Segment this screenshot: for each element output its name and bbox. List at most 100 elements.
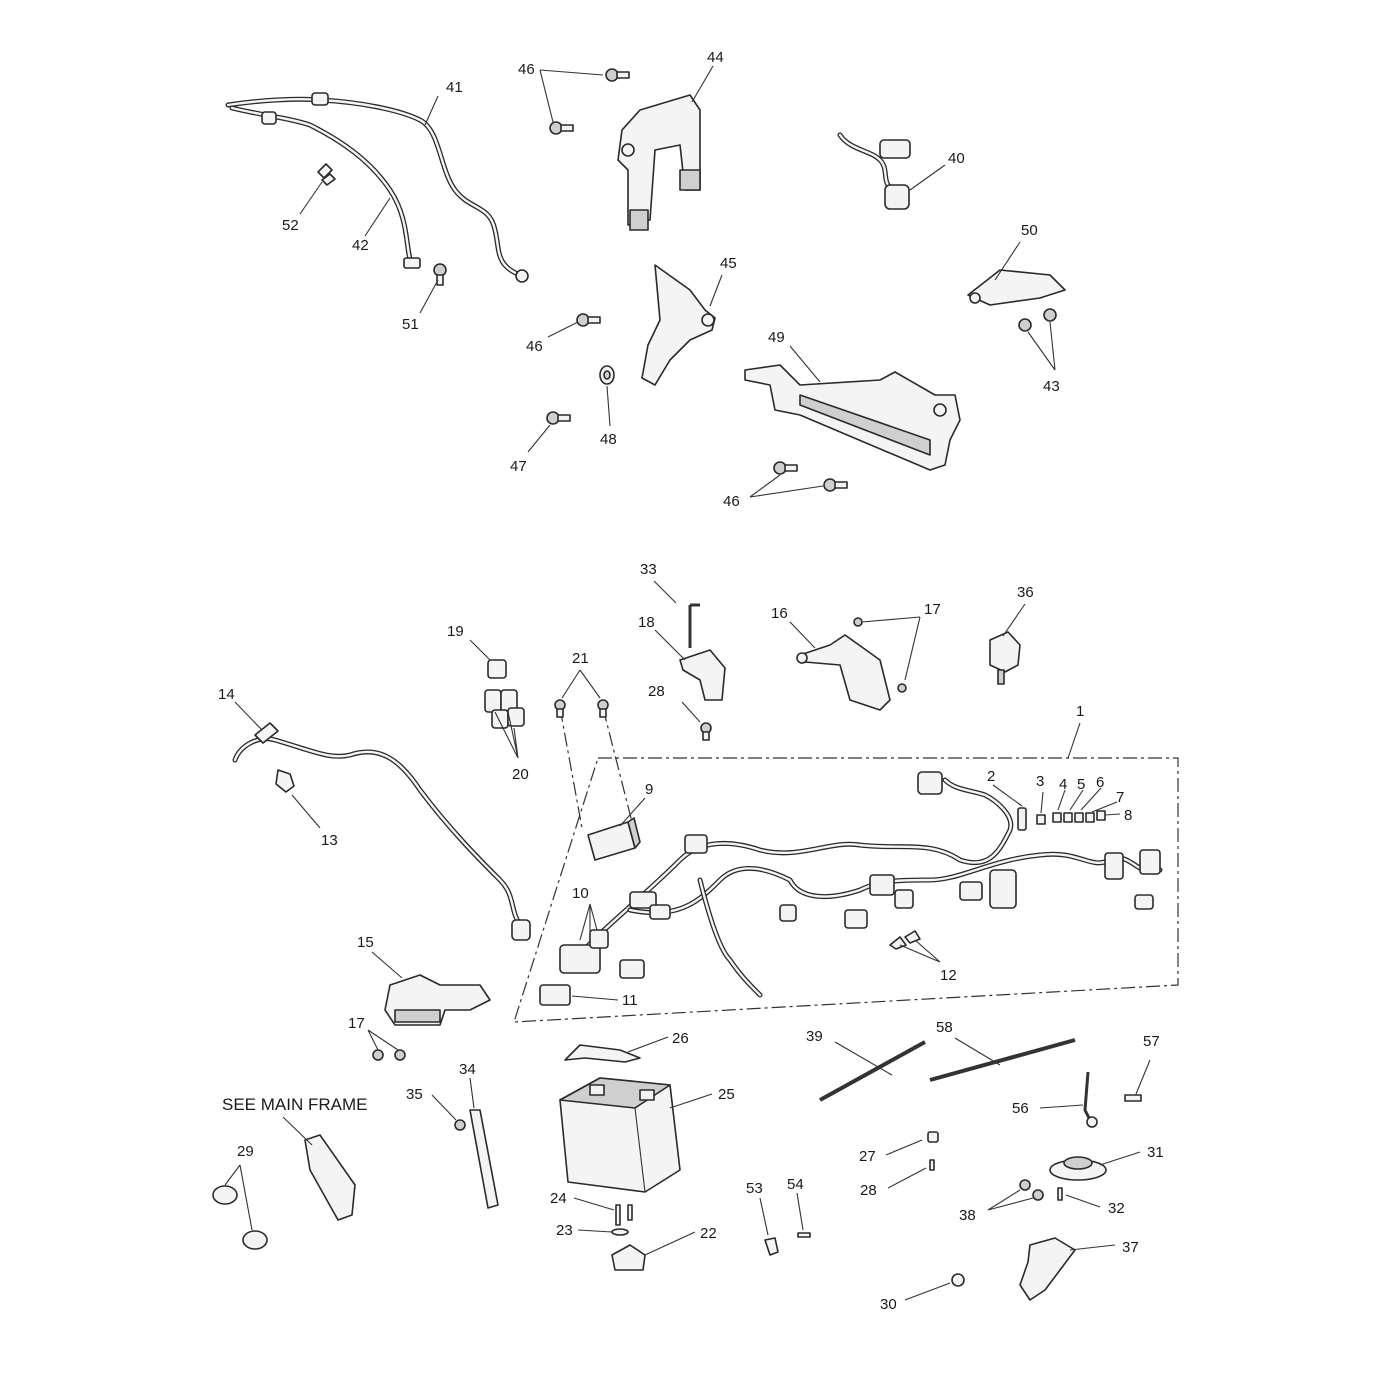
label-9: 9 xyxy=(645,781,653,798)
terminals-3-8 xyxy=(1036,810,1106,825)
label-29: 29 xyxy=(237,1143,254,1160)
label-48: 48 xyxy=(600,431,617,448)
label-34: 34 xyxy=(459,1061,476,1078)
label-17-top: 17 xyxy=(924,601,941,618)
clip-52 xyxy=(317,163,336,186)
label-28-lower: 28 xyxy=(860,1182,877,1199)
label-18: 18 xyxy=(638,614,655,631)
see-main-frame-note: SEE MAIN FRAME xyxy=(222,1095,367,1114)
label-3: 3 xyxy=(1036,773,1044,790)
relays-20 xyxy=(484,689,525,729)
washers-23 xyxy=(611,1228,629,1236)
label-57: 57 xyxy=(1143,1033,1160,1050)
clip-30 xyxy=(951,1273,965,1287)
screw-47 xyxy=(546,411,571,425)
label-58: 58 xyxy=(936,1019,953,1036)
bolt-35 xyxy=(454,1119,466,1131)
label-7: 7 xyxy=(1116,789,1124,806)
label-54: 54 xyxy=(787,1176,804,1193)
grommets-29 xyxy=(212,1185,268,1250)
screws-24 xyxy=(615,1204,633,1226)
label-8: 8 xyxy=(1124,807,1132,824)
screws-38 xyxy=(1019,1179,1044,1201)
label-35: 35 xyxy=(406,1086,423,1103)
label-2: 2 xyxy=(987,768,995,785)
label-56: 56 xyxy=(1012,1100,1029,1117)
label-33: 33 xyxy=(640,561,657,578)
label-41: 41 xyxy=(446,79,463,96)
label-39: 39 xyxy=(806,1028,823,1045)
label-37: 37 xyxy=(1122,1239,1139,1256)
label-28-upper: 28 xyxy=(648,683,665,700)
clip-53 xyxy=(764,1237,779,1256)
bracket-15 xyxy=(372,974,491,1061)
bracket-37 xyxy=(1019,1237,1076,1301)
label-22: 22 xyxy=(700,1225,717,1242)
label-53: 53 xyxy=(746,1180,763,1197)
label-43: 43 xyxy=(1043,378,1060,395)
harness-frame xyxy=(513,757,1179,1023)
label-27: 27 xyxy=(859,1148,876,1165)
battery-lead-42 xyxy=(229,105,421,269)
frame-bracket xyxy=(304,1134,356,1221)
label-52: 52 xyxy=(282,217,299,234)
label-4: 4 xyxy=(1059,776,1067,793)
screw-32 xyxy=(1057,1187,1063,1201)
screw-28-lower xyxy=(929,1159,935,1171)
clip-13 xyxy=(275,769,295,793)
sensor-40 xyxy=(837,132,911,210)
tray-49 xyxy=(744,364,961,471)
pin-33 xyxy=(688,603,700,648)
strap-34 xyxy=(469,1109,499,1209)
fuse-box-9 xyxy=(587,817,641,861)
nuts-43 xyxy=(1018,308,1057,332)
label-24: 24 xyxy=(550,1190,567,1207)
label-17-lower: 17 xyxy=(348,1015,365,1032)
pin-54 xyxy=(797,1232,811,1238)
label-40: 40 xyxy=(948,150,965,167)
label-12: 12 xyxy=(940,967,957,984)
label-19: 19 xyxy=(447,623,464,640)
label-21: 21 xyxy=(572,650,589,667)
main-harness-1 xyxy=(559,771,1163,998)
bracket-50 xyxy=(967,269,1066,306)
label-46-mid: 46 xyxy=(526,338,543,355)
bracket-18 xyxy=(679,649,726,701)
label-50: 50 xyxy=(1021,222,1038,239)
part-number-labels: 41 42 52 51 46 44 40 45 46 48 47 49 50 4… xyxy=(218,49,1164,1313)
bracket-45 xyxy=(641,264,716,386)
label-46-top: 46 xyxy=(518,61,535,78)
label-13: 13 xyxy=(321,832,338,849)
label-32: 32 xyxy=(1108,1200,1125,1217)
bracket-16 xyxy=(796,617,907,711)
fuse-box-guide-right xyxy=(602,707,633,823)
label-25: 25 xyxy=(718,1086,735,1103)
battery-25 xyxy=(559,1077,681,1193)
label-44: 44 xyxy=(707,49,724,66)
label-31: 31 xyxy=(1147,1144,1164,1161)
label-14: 14 xyxy=(218,686,235,703)
label-5: 5 xyxy=(1077,776,1085,793)
leader-lines xyxy=(224,65,1151,1301)
screw-28-upper xyxy=(700,722,712,741)
bracket-56 xyxy=(1083,1071,1098,1128)
label-49: 49 xyxy=(768,329,785,346)
bolt-51 xyxy=(433,263,447,286)
screw-46-mid xyxy=(576,313,601,327)
label-26: 26 xyxy=(672,1030,689,1047)
label-36: 36 xyxy=(1017,584,1034,601)
label-10: 10 xyxy=(572,885,589,902)
horn-31 xyxy=(1049,1156,1107,1181)
screw-57 xyxy=(1124,1094,1142,1102)
label-45: 45 xyxy=(720,255,737,272)
bracket-44 xyxy=(617,94,701,231)
tie-39 xyxy=(819,1040,926,1102)
battery-lead-41 xyxy=(225,92,529,283)
label-51: 51 xyxy=(402,316,419,333)
screw-46-bottom xyxy=(773,461,848,492)
label-16: 16 xyxy=(771,605,788,622)
relay-11 xyxy=(539,984,571,1006)
label-11: 11 xyxy=(622,992,638,1009)
